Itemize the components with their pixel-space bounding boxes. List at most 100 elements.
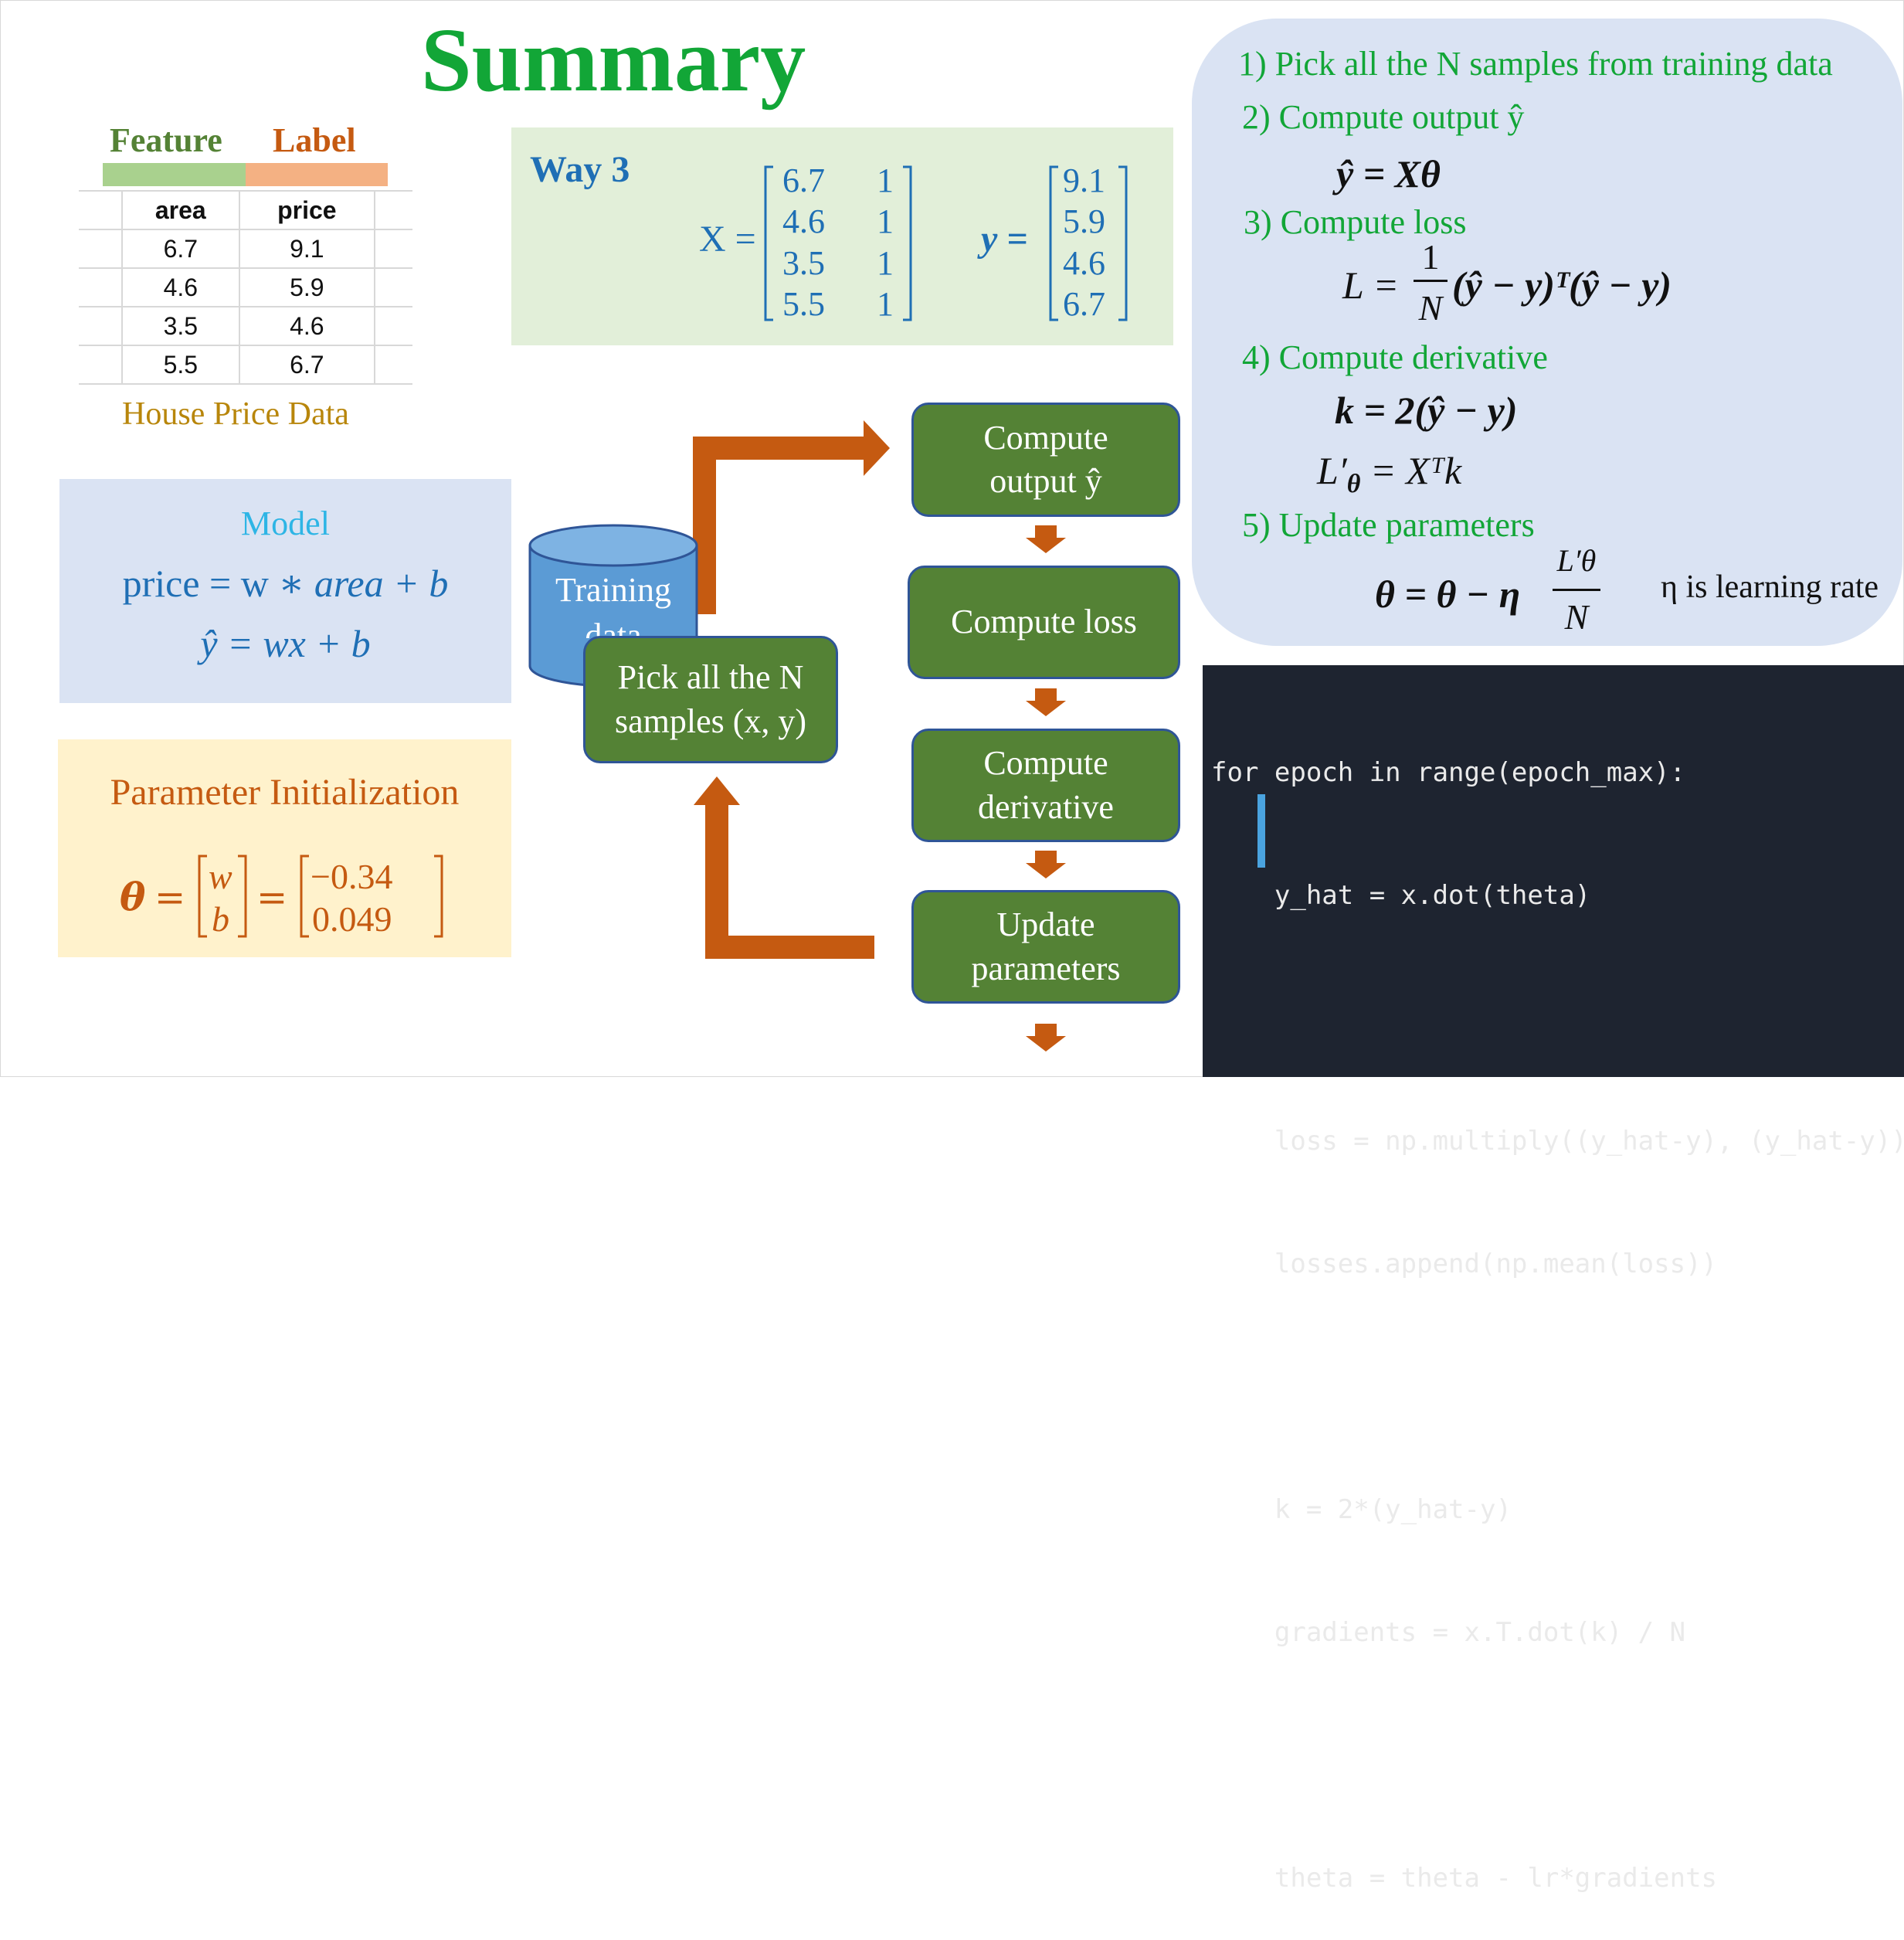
- code-line: loss = np.multiply((y_hat-y), (y_hat-y)): [1211, 1126, 1904, 1157]
- y-vector: 9.1 5.9 4.6 6.7: [1049, 162, 1128, 323]
- gradient-subscript: θ: [1346, 470, 1361, 498]
- code-line: k = 2*(y_hat-y): [1211, 1494, 1512, 1525]
- step-5-equation-left: θ = θ − η: [1375, 572, 1521, 616]
- code-line: [1211, 1367, 1904, 1408]
- step-3-fraction-line: [1414, 280, 1448, 282]
- param-w: w: [209, 857, 232, 896]
- compute-derivative-label: Compute derivative: [978, 744, 1114, 826]
- step-3-equation-left: L =: [1342, 263, 1400, 307]
- param-init-equation: θ = w b = −0.34 0.049: [120, 854, 443, 939]
- table-spacer-cell: [79, 268, 123, 307]
- pick-samples-label: Pick all the N samples (x, y): [614, 658, 807, 740]
- code-line: gradients = x.T.dot(k) / N: [1211, 1617, 1686, 1648]
- model-title: Model: [241, 505, 330, 542]
- code-line: theta = theta - lr*gradients: [1211, 1863, 1718, 1894]
- model-equation-price: price = w ∗ area + b: [59, 561, 511, 606]
- step-5-fraction-numerator: L′θ: [1556, 543, 1597, 578]
- code-line: y_hat = x.dot(theta): [1211, 880, 1591, 911]
- x-matrix-cell: 1: [877, 202, 894, 240]
- vector-bracket-left: [1049, 165, 1058, 321]
- step-4: 4) Compute derivative: [1242, 338, 1548, 376]
- table-cell-area: 6.7: [122, 229, 240, 269]
- param-bracket-left: [198, 854, 207, 938]
- table-cell-price: 4.6: [239, 307, 376, 346]
- table-caption: House Price Data: [122, 396, 349, 432]
- y-vector-cell: 9.1: [1063, 162, 1105, 199]
- table-spacer-cell: [375, 190, 412, 230]
- x-matrix-cell: 3.5: [782, 244, 825, 282]
- model-panel: [59, 479, 511, 703]
- pick-samples-box: Pick all the N samples (x, y): [583, 636, 838, 763]
- model-eq1-left: price = w ∗: [122, 562, 314, 605]
- x-matrix-cell: 1: [877, 162, 894, 199]
- code-line: losses.append(np.mean(loss)): [1211, 1249, 1718, 1279]
- vector-bracket-right: [1118, 165, 1128, 321]
- param-w-value: −0.34: [311, 857, 392, 896]
- code-panel: [1203, 665, 1904, 1077]
- feature-header: Feature: [110, 121, 222, 159]
- label-header: Label: [273, 121, 356, 159]
- step-3-equation-right: (ŷ − y)ᵀ(ŷ − y): [1452, 263, 1672, 307]
- step-5: 5) Update parameters: [1242, 506, 1535, 544]
- code-line: for epoch in range(epoch_max):: [1211, 757, 1686, 788]
- step-5-fraction-denominator: N: [1564, 597, 1589, 637]
- column-header-area: area: [122, 190, 240, 230]
- step-2: 2) Compute output ŷ: [1242, 98, 1525, 136]
- label-bar: [246, 163, 388, 186]
- x-matrix-label: X =: [699, 219, 756, 260]
- table-cell-area: 5.5: [122, 345, 240, 385]
- x-matrix: 6.7 1 4.6 1 3.5 1 5.5 1: [764, 162, 912, 323]
- learning-rate-note: η is learning rate: [1661, 569, 1879, 605]
- equals-sign: =: [256, 876, 287, 919]
- code-line: [1211, 1735, 1904, 1776]
- param-b: b: [212, 899, 229, 939]
- y-vector-cell: 4.6: [1063, 244, 1105, 282]
- y-vector-cell: 5.9: [1063, 202, 1105, 240]
- table-cell-price: 5.9: [239, 268, 376, 307]
- table-row: 6.7 9.1: [79, 229, 412, 269]
- y-vector-label: y =: [981, 219, 1028, 260]
- table-row: 3.5 4.6: [79, 307, 412, 346]
- table-spacer-cell: [79, 345, 123, 385]
- y-vector-cell: 6.7: [1063, 285, 1105, 323]
- update-parameters-label: Update parameters: [971, 905, 1121, 987]
- x-matrix-cell: 4.6: [782, 202, 825, 240]
- table-cell-area: 3.5: [122, 307, 240, 346]
- table-cell-price: 9.1: [239, 229, 376, 269]
- table-spacer-cell: [79, 190, 123, 230]
- table-row: 5.5 6.7: [79, 345, 412, 385]
- update-parameters-box: Update parameters: [911, 890, 1180, 1004]
- feature-bar: [103, 163, 246, 186]
- compute-derivative-box: Compute derivative: [911, 729, 1180, 842]
- table-cell-area: 4.6: [122, 268, 240, 307]
- compute-loss-label: Compute loss: [951, 603, 1137, 641]
- step-2-equation: ŷ = Xθ: [1336, 152, 1441, 195]
- steps-panel: [1192, 19, 1902, 646]
- table-spacer-cell: [375, 345, 412, 385]
- x-matrix-cell: 1: [877, 244, 894, 282]
- code-selection-marker: [1257, 794, 1265, 868]
- value-bracket-right: [434, 854, 443, 938]
- way3-panel: [511, 127, 1173, 345]
- page-title: Summary: [421, 9, 806, 110]
- table-spacer-cell: [79, 307, 123, 346]
- step-5-fraction-line: [1553, 589, 1600, 591]
- matrix-bracket-right: [903, 165, 912, 321]
- table-cell-price: 6.7: [239, 345, 376, 385]
- x-matrix-cell: 1: [877, 285, 894, 323]
- table-spacer-cell: [375, 307, 412, 346]
- way3-title: Way 3: [530, 149, 630, 190]
- table-spacer-cell: [375, 229, 412, 269]
- house-price-table: area price 6.7 9.1 4.6 5.9 3.5 4.6 5.5 6…: [79, 190, 412, 385]
- gradient-rhs: = Xᵀk: [1369, 449, 1462, 492]
- table-spacer-cell: [375, 268, 412, 307]
- step-3: 3) Compute loss: [1244, 203, 1467, 241]
- code-line: [1211, 998, 1904, 1039]
- param-b-value: 0.049: [312, 899, 392, 939]
- model-equation-yhat: ŷ = wx + b: [200, 622, 371, 665]
- column-header-price: price: [239, 190, 376, 230]
- param-init-title: Parameter Initialization: [110, 772, 460, 813]
- database-label: Training data: [555, 571, 671, 638]
- step-1: 1) Pick all the N samples from training …: [1238, 45, 1833, 83]
- gradient-symbol: L′: [1317, 449, 1347, 492]
